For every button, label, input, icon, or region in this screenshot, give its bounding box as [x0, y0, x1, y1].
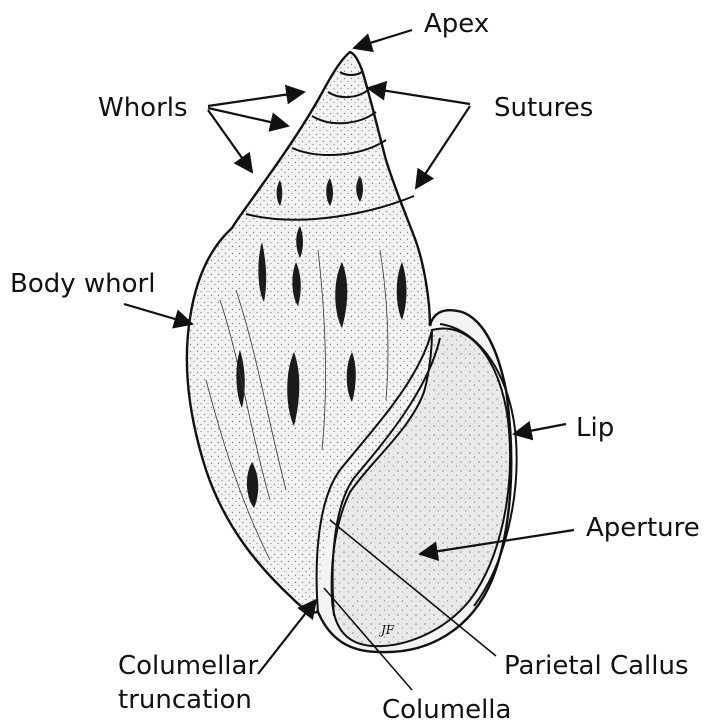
body-whorl-arrow	[124, 304, 192, 324]
artist-signature: JF	[378, 623, 395, 637]
lip-arrow	[514, 424, 566, 434]
label-lip: Lip	[576, 413, 614, 443]
sutures-arrow-1	[368, 88, 470, 104]
whorls-arrow-2	[208, 108, 288, 126]
apex-arrow	[354, 30, 412, 48]
label-columellar-truncation-line2: truncation	[118, 685, 252, 715]
label-body-whorl: Body whorl	[10, 269, 155, 299]
label-sutures: Sutures	[494, 93, 593, 123]
label-apex: Apex	[424, 9, 489, 39]
whorls-arrow-3	[208, 110, 252, 172]
whorls-arrow-1	[208, 92, 304, 106]
columellar-truncation-arrow	[258, 600, 316, 674]
sutures-arrow-2	[416, 106, 470, 188]
shell-drawing	[187, 52, 517, 652]
label-whorls: Whorls	[98, 93, 188, 123]
label-aperture: Aperture	[586, 513, 700, 543]
label-parietal-callus: Parietal Callus	[504, 651, 689, 681]
label-columellar-truncation-line1: Columellar	[118, 651, 258, 681]
label-columella: Columella	[382, 695, 511, 724]
